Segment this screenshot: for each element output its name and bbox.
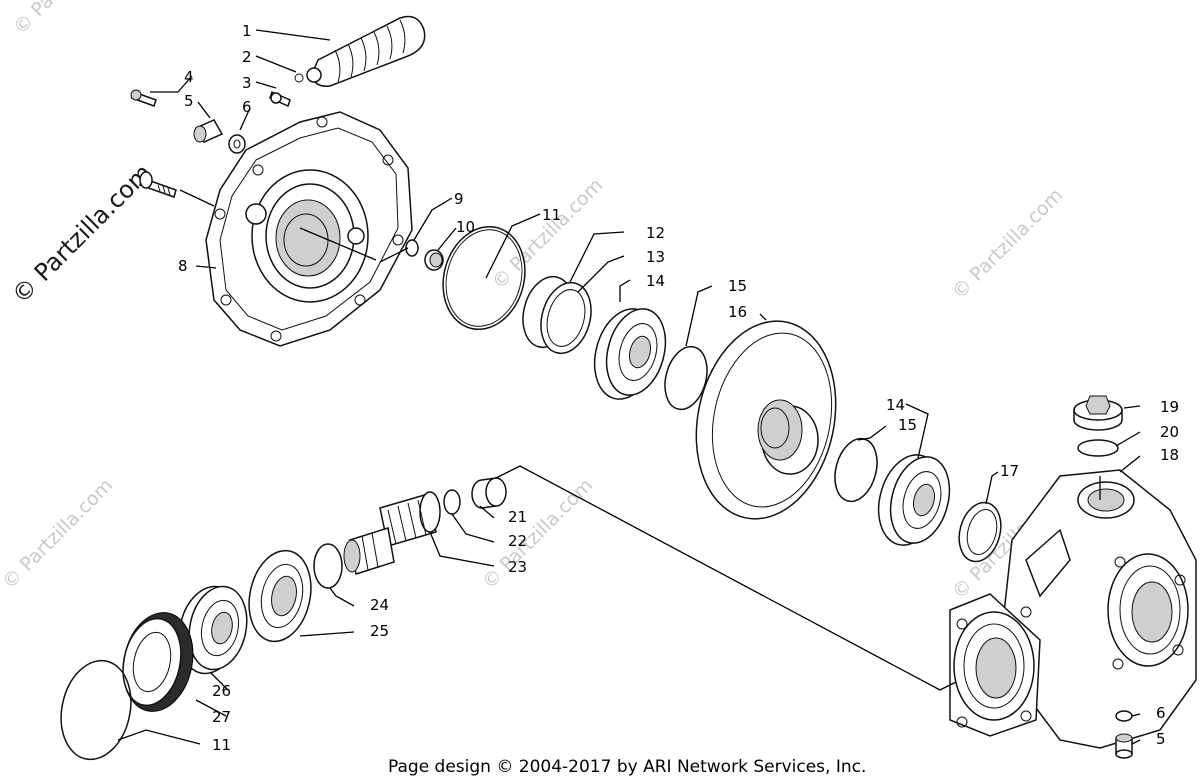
pinion-gear-part	[343, 491, 441, 575]
snap-ring-part	[405, 239, 419, 257]
callout-14: 14	[646, 272, 665, 290]
pinion-housing-oring-part	[60, 659, 132, 761]
callout-23: 23	[508, 558, 527, 576]
callout-3: 3	[242, 74, 252, 92]
watermark: © Partzilla.com	[9, 0, 128, 39]
callout-21: 21	[508, 508, 527, 526]
clip-part	[294, 73, 304, 83]
callout-20: 20	[1160, 423, 1179, 441]
assembly-line	[179, 189, 215, 207]
cover-part	[205, 111, 413, 347]
seal-part-2	[958, 501, 1002, 563]
callout-2: 2	[242, 48, 252, 66]
callout-12: 12	[646, 224, 665, 242]
callout-4: 4	[184, 68, 194, 86]
callout-9: 9	[454, 190, 464, 208]
callout-labels: 1 2 3 4 5 6 8 9 10 11 12 13 14 15 16 14 …	[178, 22, 1179, 754]
pinion-bearing-part	[178, 585, 248, 675]
washer-part-2	[1115, 710, 1133, 722]
callout-17: 17	[1000, 462, 1019, 480]
faint-watermarks: © Partzilla.com	[9, 0, 128, 39]
housing-part	[949, 469, 1197, 749]
watermark: © Partzilla.com	[488, 174, 607, 293]
callout-6-b: 6	[1156, 704, 1166, 722]
drain-plug-part-2	[1115, 733, 1133, 759]
callout-8: 8	[178, 257, 188, 275]
cap-screw-part	[139, 171, 177, 198]
callout-5-b: 5	[1156, 730, 1166, 748]
pinion-ring-part	[443, 489, 461, 515]
assembly-line	[379, 247, 409, 263]
callout-19: 19	[1160, 398, 1179, 416]
callout-11-b: 11	[212, 736, 231, 754]
washer-part	[228, 134, 246, 154]
callout-15-b: 15	[898, 416, 917, 434]
callout-10: 10	[456, 218, 475, 236]
fill-oring-part	[1077, 439, 1119, 457]
assembly-line	[299, 227, 377, 261]
callout-24: 24	[370, 596, 389, 614]
watermark: © Partzilla.com	[948, 184, 1067, 303]
callout-18: 18	[1160, 446, 1179, 464]
boot-part	[306, 15, 426, 87]
watermark: © Partzilla.com	[0, 474, 117, 593]
assembly-line	[495, 465, 957, 691]
partzilla-watermark: © Partzilla.com	[6, 158, 157, 309]
pin-part	[269, 90, 291, 108]
callout-16: 16	[728, 303, 747, 321]
callout-1: 1	[242, 22, 252, 40]
bearing-part-2	[877, 454, 951, 546]
bearing-part	[593, 308, 667, 400]
pinion-oring-part	[313, 543, 343, 589]
pinion-seal-part	[248, 549, 312, 643]
seal-part	[522, 275, 592, 355]
ring-gear-part	[695, 320, 837, 520]
shim-part-2	[834, 437, 878, 503]
o-ring-part	[442, 225, 526, 331]
callout-6: 6	[242, 98, 252, 116]
callout-22: 22	[508, 532, 527, 550]
callout-5: 5	[184, 92, 194, 110]
plug-cap-part	[424, 249, 444, 271]
callout-27: 27	[212, 708, 231, 726]
copyright-footer: Page design © 2004-2017 by ARI Network S…	[388, 757, 866, 777]
callout-25: 25	[370, 622, 389, 640]
drain-plug-part	[193, 119, 224, 143]
needle-bearing-part	[471, 477, 507, 509]
bolt-part	[130, 89, 157, 107]
callout-15: 15	[728, 277, 747, 295]
callout-14-b: 14	[886, 396, 905, 414]
callout-13: 13	[646, 248, 665, 266]
leader-lines	[117, 29, 1141, 745]
lock-nut-part	[122, 612, 194, 712]
callout-11: 11	[542, 206, 561, 224]
callout-26: 26	[212, 682, 231, 700]
fill-plug-part	[1073, 395, 1123, 431]
